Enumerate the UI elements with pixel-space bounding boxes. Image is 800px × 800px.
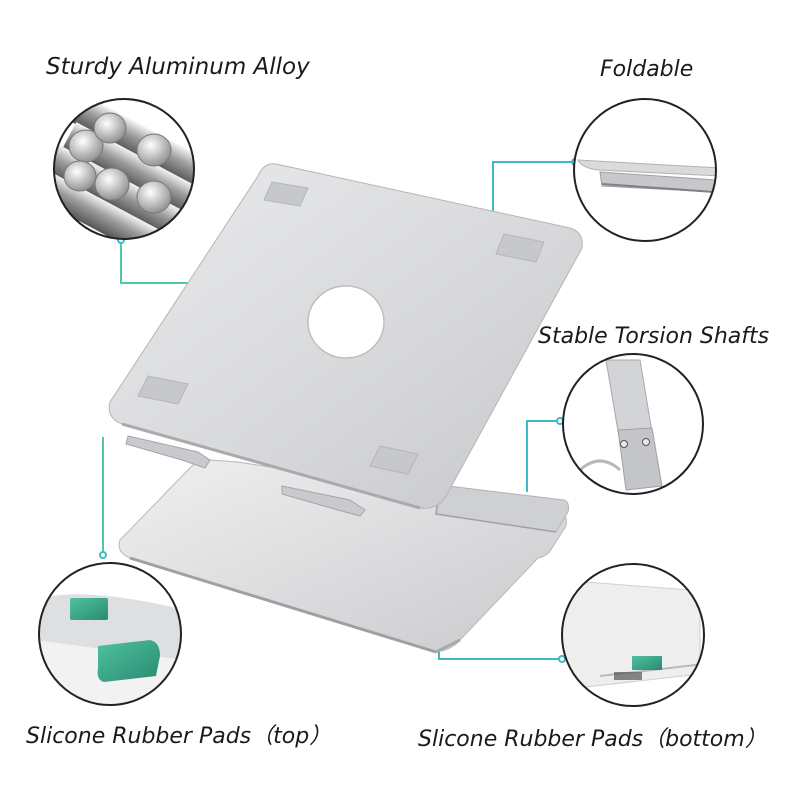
pads-top-detail-circle [38,562,182,706]
shafts-label: Stable Torsion Shafts [538,324,770,349]
support-arms [125,435,366,517]
pads-bottom-label: Slicone Rubber Pads（bottom） [418,727,767,752]
pads-bottom-detail-circle [561,563,705,707]
rubber-pad-icon [70,598,108,620]
top-plate-pads [137,181,545,475]
stand-base [118,459,567,654]
foldable-detail-circle [573,98,717,242]
shafts-detail-circle [562,353,704,495]
center-hole [307,285,385,359]
pads-top-label: Slicone Rubber Pads（top） [26,724,332,749]
alloy-label: Sturdy Aluminum Alloy [46,54,310,80]
stand-top-plate [108,163,583,510]
foldable-connector [492,161,575,212]
foldable-label: Foldable [600,57,694,82]
shafts-connector [526,420,560,492]
